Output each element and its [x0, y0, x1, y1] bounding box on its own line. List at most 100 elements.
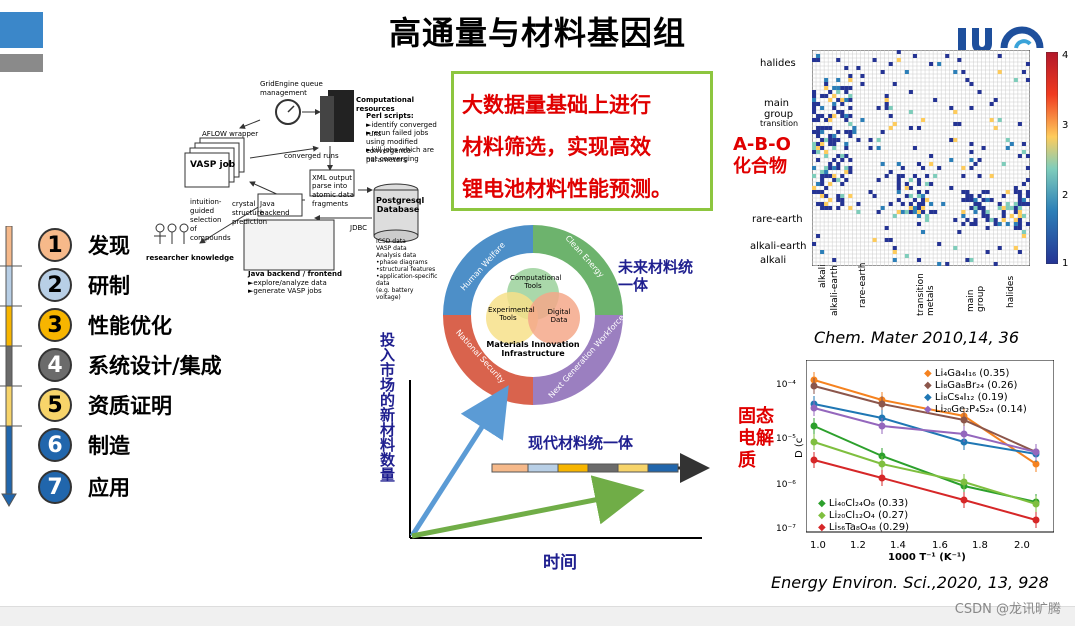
- java-frontend-label: Java backend / frontend: [248, 270, 342, 278]
- heatmap-cell: [844, 166, 849, 170]
- heatmap-col-alkali-earth: alkali-earth: [830, 265, 840, 316]
- heatmap-cell: [884, 226, 889, 230]
- icsd-line: VASP data: [376, 245, 407, 252]
- heatmap-cell: [828, 126, 833, 130]
- heatmap-cell: [904, 186, 909, 190]
- heatmap-cell: [1025, 190, 1030, 194]
- heatmap-cell: [848, 94, 853, 98]
- corner-block-blue: [0, 12, 43, 48]
- series-line: [813, 379, 1037, 465]
- heatmap-cell: [892, 214, 897, 218]
- heatmap-cell: [908, 206, 913, 210]
- heatmap-cell: [969, 142, 974, 146]
- heatmap-cell: [916, 206, 921, 210]
- heatmap-cell: [916, 210, 921, 214]
- heatmap-cell: [957, 230, 962, 234]
- heatmap-cell: [836, 86, 841, 90]
- heatmap-cell: [836, 198, 841, 202]
- heatmap-cell: [916, 190, 921, 194]
- heatmap-cell: [828, 166, 833, 170]
- heatmap-cell: [876, 178, 881, 182]
- aflow-workflow-diagram: GridEngine queue management Computationa…: [140, 78, 440, 301]
- perl-line-3: ►kill jobs which are not converging: [366, 146, 434, 163]
- heatmap-cell: [908, 110, 913, 114]
- icsd-line: ICSD data: [376, 238, 406, 245]
- researcher-label: researcher knowledge: [146, 254, 234, 262]
- heatmap-cell: [937, 242, 942, 246]
- heatmap-cell: [977, 206, 982, 210]
- heatmap-cell: [860, 118, 865, 122]
- heatmap-cell: [949, 106, 954, 110]
- heatmap-cell: [981, 206, 986, 210]
- mii-ring: [443, 225, 623, 405]
- heatmap-cell: [828, 206, 833, 210]
- heatmap-cell: [876, 146, 881, 150]
- heatmap-col-transition: transition metals: [916, 273, 936, 316]
- heatmap-cell: [916, 182, 921, 186]
- heatmap-grid: [812, 50, 1030, 266]
- heatmap-cell: [876, 210, 881, 214]
- converged-runs-label: converged runs: [284, 152, 339, 160]
- legend-item: ◆ Li₂₀Ge₂P₄S₂₄ (0.14): [924, 404, 1027, 415]
- heatmap-cell: [985, 190, 990, 194]
- heatmap-cell: [884, 94, 889, 98]
- heatmap-cell: [969, 222, 974, 226]
- heatmap-cell: [965, 258, 970, 262]
- heatmap-cell: [840, 98, 845, 102]
- heatmap-cell: [832, 102, 837, 106]
- heatmap-cell: [852, 126, 857, 130]
- heatmap-cell: [836, 178, 841, 182]
- heatmap-cell: [848, 166, 853, 170]
- heatmap-cell: [812, 90, 817, 94]
- heatmap-cell: [993, 98, 998, 102]
- heatmap-cell: [824, 138, 829, 142]
- heatmap-cell: [945, 54, 950, 58]
- heatmap-cell: [896, 58, 901, 62]
- heatmap-cell: [812, 174, 817, 178]
- heatmap-cell: [820, 170, 825, 174]
- step-6: 6 制造: [38, 428, 130, 462]
- heatmap-cell: [933, 98, 938, 102]
- solid-electrolyte-label: 固态电解质: [738, 406, 774, 471]
- dplot-ytick-3: 10⁻⁶: [776, 480, 796, 490]
- heatmap-cell: [848, 206, 853, 210]
- fast-growth-arrow: [409, 385, 509, 538]
- step-number: 1: [38, 228, 72, 262]
- heatmap-cell: [961, 174, 966, 178]
- heatmap-cell: [816, 58, 821, 62]
- heatmap-cell: [965, 198, 970, 202]
- heatmap-cell: [812, 118, 817, 122]
- heatmap-cell: [824, 82, 829, 86]
- step-7: 7 应用: [38, 470, 130, 504]
- x-axis-label: 时间: [543, 553, 577, 573]
- heatmap-cell: [904, 70, 909, 74]
- highlight-line-3: 锂电池材料性能预测。: [462, 177, 672, 201]
- legend-text: Li₄₀Cl₂₄O₈ (0.33): [828, 498, 909, 509]
- heatmap-cell: [824, 94, 829, 98]
- series-line: [813, 407, 1037, 453]
- heatmap-cell: [929, 182, 934, 186]
- heatmap-cell: [1017, 226, 1022, 230]
- heatmap-cell: [1017, 122, 1022, 126]
- heatmap-cell: [1013, 202, 1018, 206]
- heatmap-cell: [824, 206, 829, 210]
- heatmap-cell: [965, 218, 970, 222]
- heatmap-row-transition: transition: [760, 119, 799, 128]
- heatmap-cell: [969, 198, 974, 202]
- heatmap-cell: [973, 210, 978, 214]
- heatmap-cell: [973, 218, 978, 222]
- heatmap-cell: [1017, 198, 1022, 202]
- heatmap-cell: [949, 186, 954, 190]
- heatmap-cell: [896, 190, 901, 194]
- heatmap-cell: [844, 86, 849, 90]
- heatmap-cell: [896, 182, 901, 186]
- heatmap-cell: [969, 158, 974, 162]
- heatmap-cell: [916, 202, 921, 206]
- heatmap-cell: [868, 138, 873, 142]
- heatmap-cell: [1025, 62, 1030, 66]
- heatmap-cell: [856, 202, 861, 206]
- heatmap-cell: [836, 166, 841, 170]
- heatmap-cell: [852, 130, 857, 134]
- heatmap-cell: [844, 170, 849, 174]
- heatmap-cell: [985, 218, 990, 222]
